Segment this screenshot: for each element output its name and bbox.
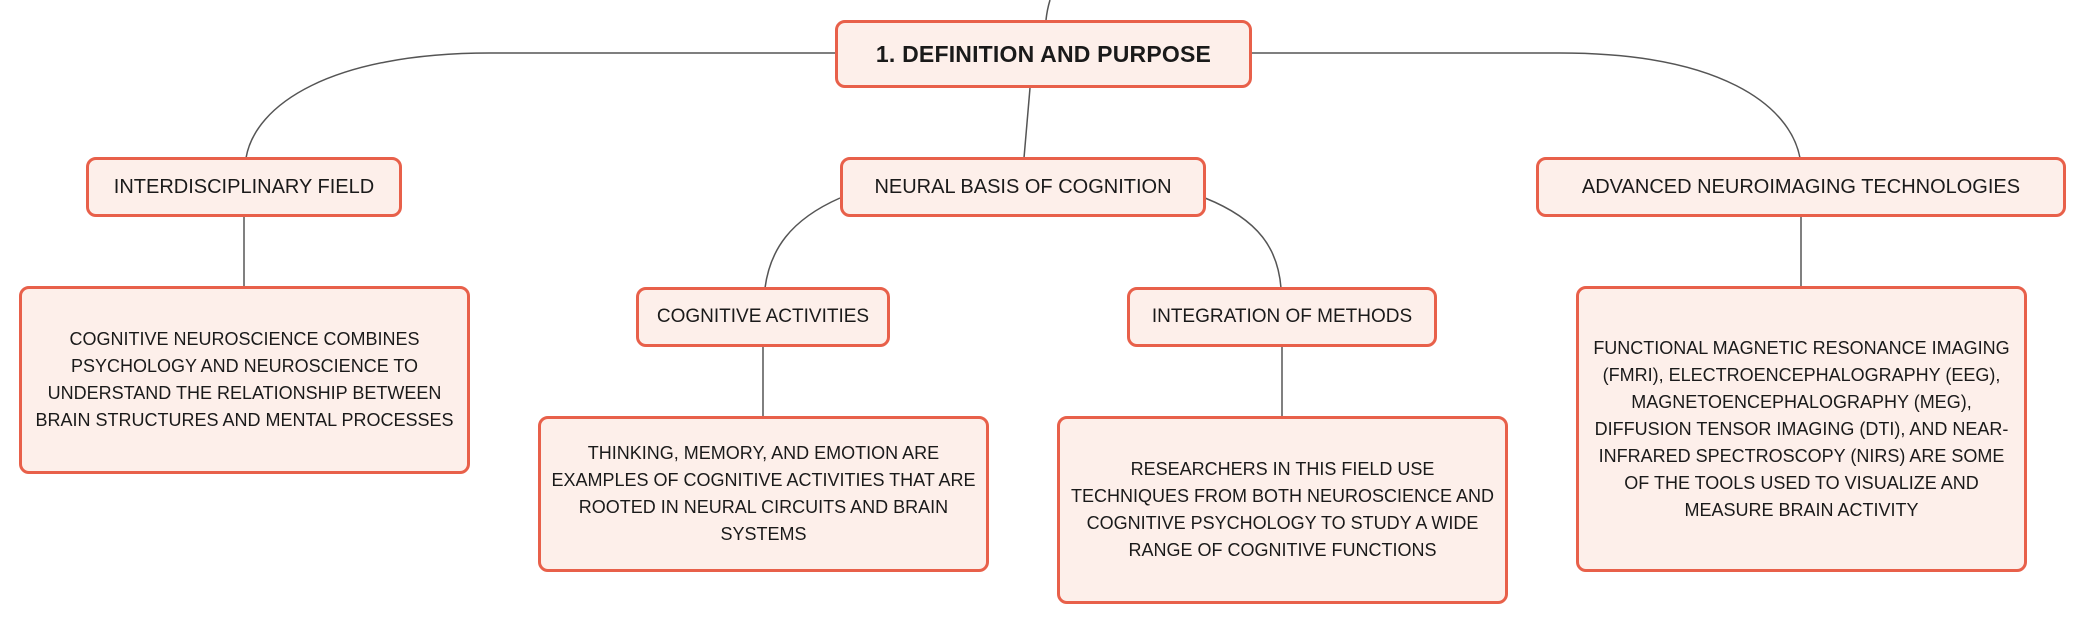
subtopic-integration-of-methods[interactable]: Integration of Methods — [1127, 287, 1437, 347]
branch-label: Interdisciplinary Field — [113, 175, 375, 198]
connector-root-to-interdisciplinary — [245, 52, 836, 159]
branch-label: Neural Basis of Cognition — [874, 175, 1172, 198]
connector-neural-to-activities — [764, 197, 841, 289]
detail-text: Thinking, memory, and emotion are exampl… — [551, 443, 976, 544]
connector-root-to-neural-basis — [1023, 87, 1031, 159]
branch-advanced-neuroimaging[interactable]: Advanced Neuroimaging Technologies — [1536, 157, 2066, 217]
detail-text: Cognitive neuroscience combines psycholo… — [35, 329, 454, 430]
subtopic-cognitive-activities[interactable]: Cognitive Activities — [636, 287, 890, 347]
connector-parent-to-root — [1045, 0, 1051, 21]
detail-text: Functional magnetic resonance imaging (f… — [1593, 337, 2010, 520]
detail-neuroimaging-technologies[interactable]: Functional magnetic resonance imaging (f… — [1576, 286, 2027, 572]
root-node[interactable]: 1. Definition and Purpose — [835, 20, 1252, 88]
connector-root-to-neuroimaging — [1251, 52, 1801, 159]
detail-interdisciplinary-field[interactable]: Cognitive neuroscience combines psycholo… — [19, 286, 470, 474]
root-label: 1. Definition and Purpose — [875, 40, 1212, 67]
branch-neural-basis-of-cognition[interactable]: Neural Basis of Cognition — [840, 157, 1206, 217]
detail-integration-of-methods[interactable]: Researchers in this field use techniques… — [1057, 416, 1508, 604]
detail-text: Researchers in this field use techniques… — [1070, 459, 1495, 560]
detail-cognitive-activities[interactable]: Thinking, memory, and emotion are exampl… — [538, 416, 989, 572]
branch-interdisciplinary-field[interactable]: Interdisciplinary Field — [86, 157, 402, 217]
connector-neural-to-integration — [1204, 197, 1282, 289]
subtopic-label: Integration of Methods — [1151, 306, 1413, 327]
branch-label: Advanced Neuroimaging Technologies — [1581, 175, 2021, 198]
subtopic-label: Cognitive Activities — [656, 306, 870, 327]
